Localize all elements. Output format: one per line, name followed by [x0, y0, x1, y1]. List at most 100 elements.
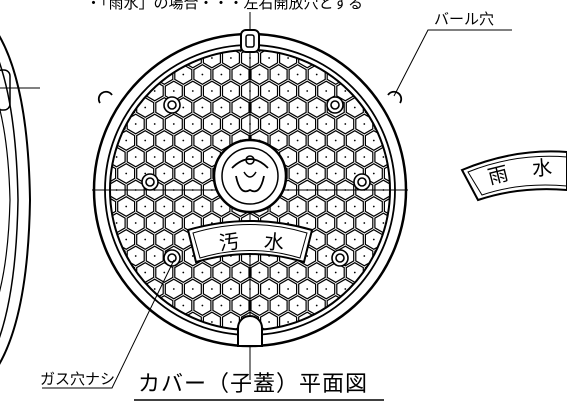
hex-dot: [182, 139, 185, 142]
hex-dot: [306, 288, 309, 290]
hex-cell: [193, 163, 212, 184]
hex-dot: [334, 271, 337, 274]
hex-dot: [191, 189, 194, 191]
hex-cell: [383, 163, 390, 184]
hex-cell: [269, 262, 288, 283]
hex-cell: [345, 97, 364, 118]
hex-dot: [115, 123, 118, 125]
hex-dot: [163, 271, 166, 274]
hex-cell: [260, 278, 279, 300]
sewage-label-plate: [186, 220, 314, 264]
hex-cell: [155, 130, 174, 151]
hex-cell: [307, 196, 326, 217]
hex-dot: [334, 172, 337, 175]
hex-cell: [183, 80, 202, 102]
hex-cell: [345, 196, 364, 217]
hex-dot: [172, 90, 175, 92]
hex-cell: [298, 146, 317, 168]
hex-cell: [136, 130, 155, 151]
hex-dot: [115, 222, 118, 224]
hex-dot: [334, 139, 337, 142]
hex-dot: [163, 139, 166, 142]
hex-cell: [317, 212, 336, 234]
hex-cell: [240, 50, 260, 69]
hex-dot: [325, 255, 328, 257]
hex-cell: [250, 97, 269, 118]
hex-dot: [125, 205, 128, 208]
plate-char-2: 水: [262, 229, 286, 255]
hex-dot: [315, 271, 318, 274]
hex-cell: [183, 146, 202, 168]
hex-dot: [325, 222, 328, 224]
hex-cell: [298, 80, 317, 102]
hex-dot: [201, 139, 204, 142]
hex-dot: [201, 205, 204, 208]
hex-cell: [126, 179, 145, 201]
hex-dot: [334, 238, 337, 241]
hex-dot: [268, 288, 270, 290]
hex-cell: [193, 97, 212, 118]
hex-dot: [239, 304, 242, 307]
hex-dot: [382, 255, 385, 257]
hex-cell: [202, 80, 221, 102]
hex-cell: [193, 130, 212, 151]
hex-dot: [296, 106, 299, 109]
hex-cell: [202, 113, 221, 135]
hex-cell: [212, 97, 231, 118]
hex-dot: [249, 57, 251, 59]
hex-dot: [306, 189, 309, 191]
hex-cell: [183, 179, 202, 201]
hex-dot: [172, 222, 175, 224]
hex-dot: [191, 222, 194, 224]
hex-dot: [258, 271, 261, 274]
hex-dot: [153, 288, 156, 290]
hex-dot: [344, 90, 347, 92]
plate-char-1: 汚: [217, 228, 241, 256]
hex-cell: [155, 196, 174, 217]
hex-dot: [153, 90, 156, 92]
hex-dot: [315, 139, 318, 142]
hex-dot: [325, 156, 328, 158]
hex-cell: [136, 97, 155, 118]
hex-cell: [174, 163, 193, 184]
hex-dot: [220, 73, 223, 76]
hex-dot: [211, 123, 213, 125]
hex-dot: [344, 222, 347, 224]
hex-dot: [172, 123, 175, 125]
hex-cell: [231, 262, 250, 283]
hex-dot: [277, 139, 280, 142]
hex-dot: [249, 288, 251, 290]
hex-cell: [364, 130, 383, 151]
hex-cell: [145, 212, 164, 234]
hex-dot: [125, 172, 128, 175]
hex-cell: [110, 163, 117, 184]
hex-dot: [372, 139, 375, 142]
hex-cell: [117, 163, 136, 184]
hex-dot: [334, 205, 337, 208]
gas-hole-label: ガス穴ナシ: [40, 370, 116, 388]
hex-dot: [344, 123, 347, 125]
hex-cell: [288, 196, 307, 217]
hex-cell: [174, 262, 193, 283]
hex-dot: [115, 255, 118, 257]
hex-cell: [279, 278, 298, 300]
hex-dot: [277, 106, 280, 109]
hex-dot: [363, 156, 366, 158]
hex-cell: [279, 80, 298, 102]
hex-cell: [164, 179, 183, 201]
hex-cell: [288, 295, 307, 316]
hex-dot: [239, 73, 242, 76]
hex-dot: [287, 90, 289, 92]
hex-dot: [201, 73, 204, 76]
hex-dot: [144, 271, 147, 274]
hex-cell: [202, 278, 221, 300]
hex-cell: [117, 196, 136, 217]
top-note: ・「雨水」の場合・・・左右開放穴とする: [86, 0, 364, 12]
hex-dot: [344, 156, 347, 158]
hex-dot: [163, 205, 166, 208]
hex-dot: [144, 139, 147, 142]
hex-cell: [326, 229, 345, 250]
hex-cell: [269, 97, 288, 118]
hex-dot: [382, 123, 385, 125]
